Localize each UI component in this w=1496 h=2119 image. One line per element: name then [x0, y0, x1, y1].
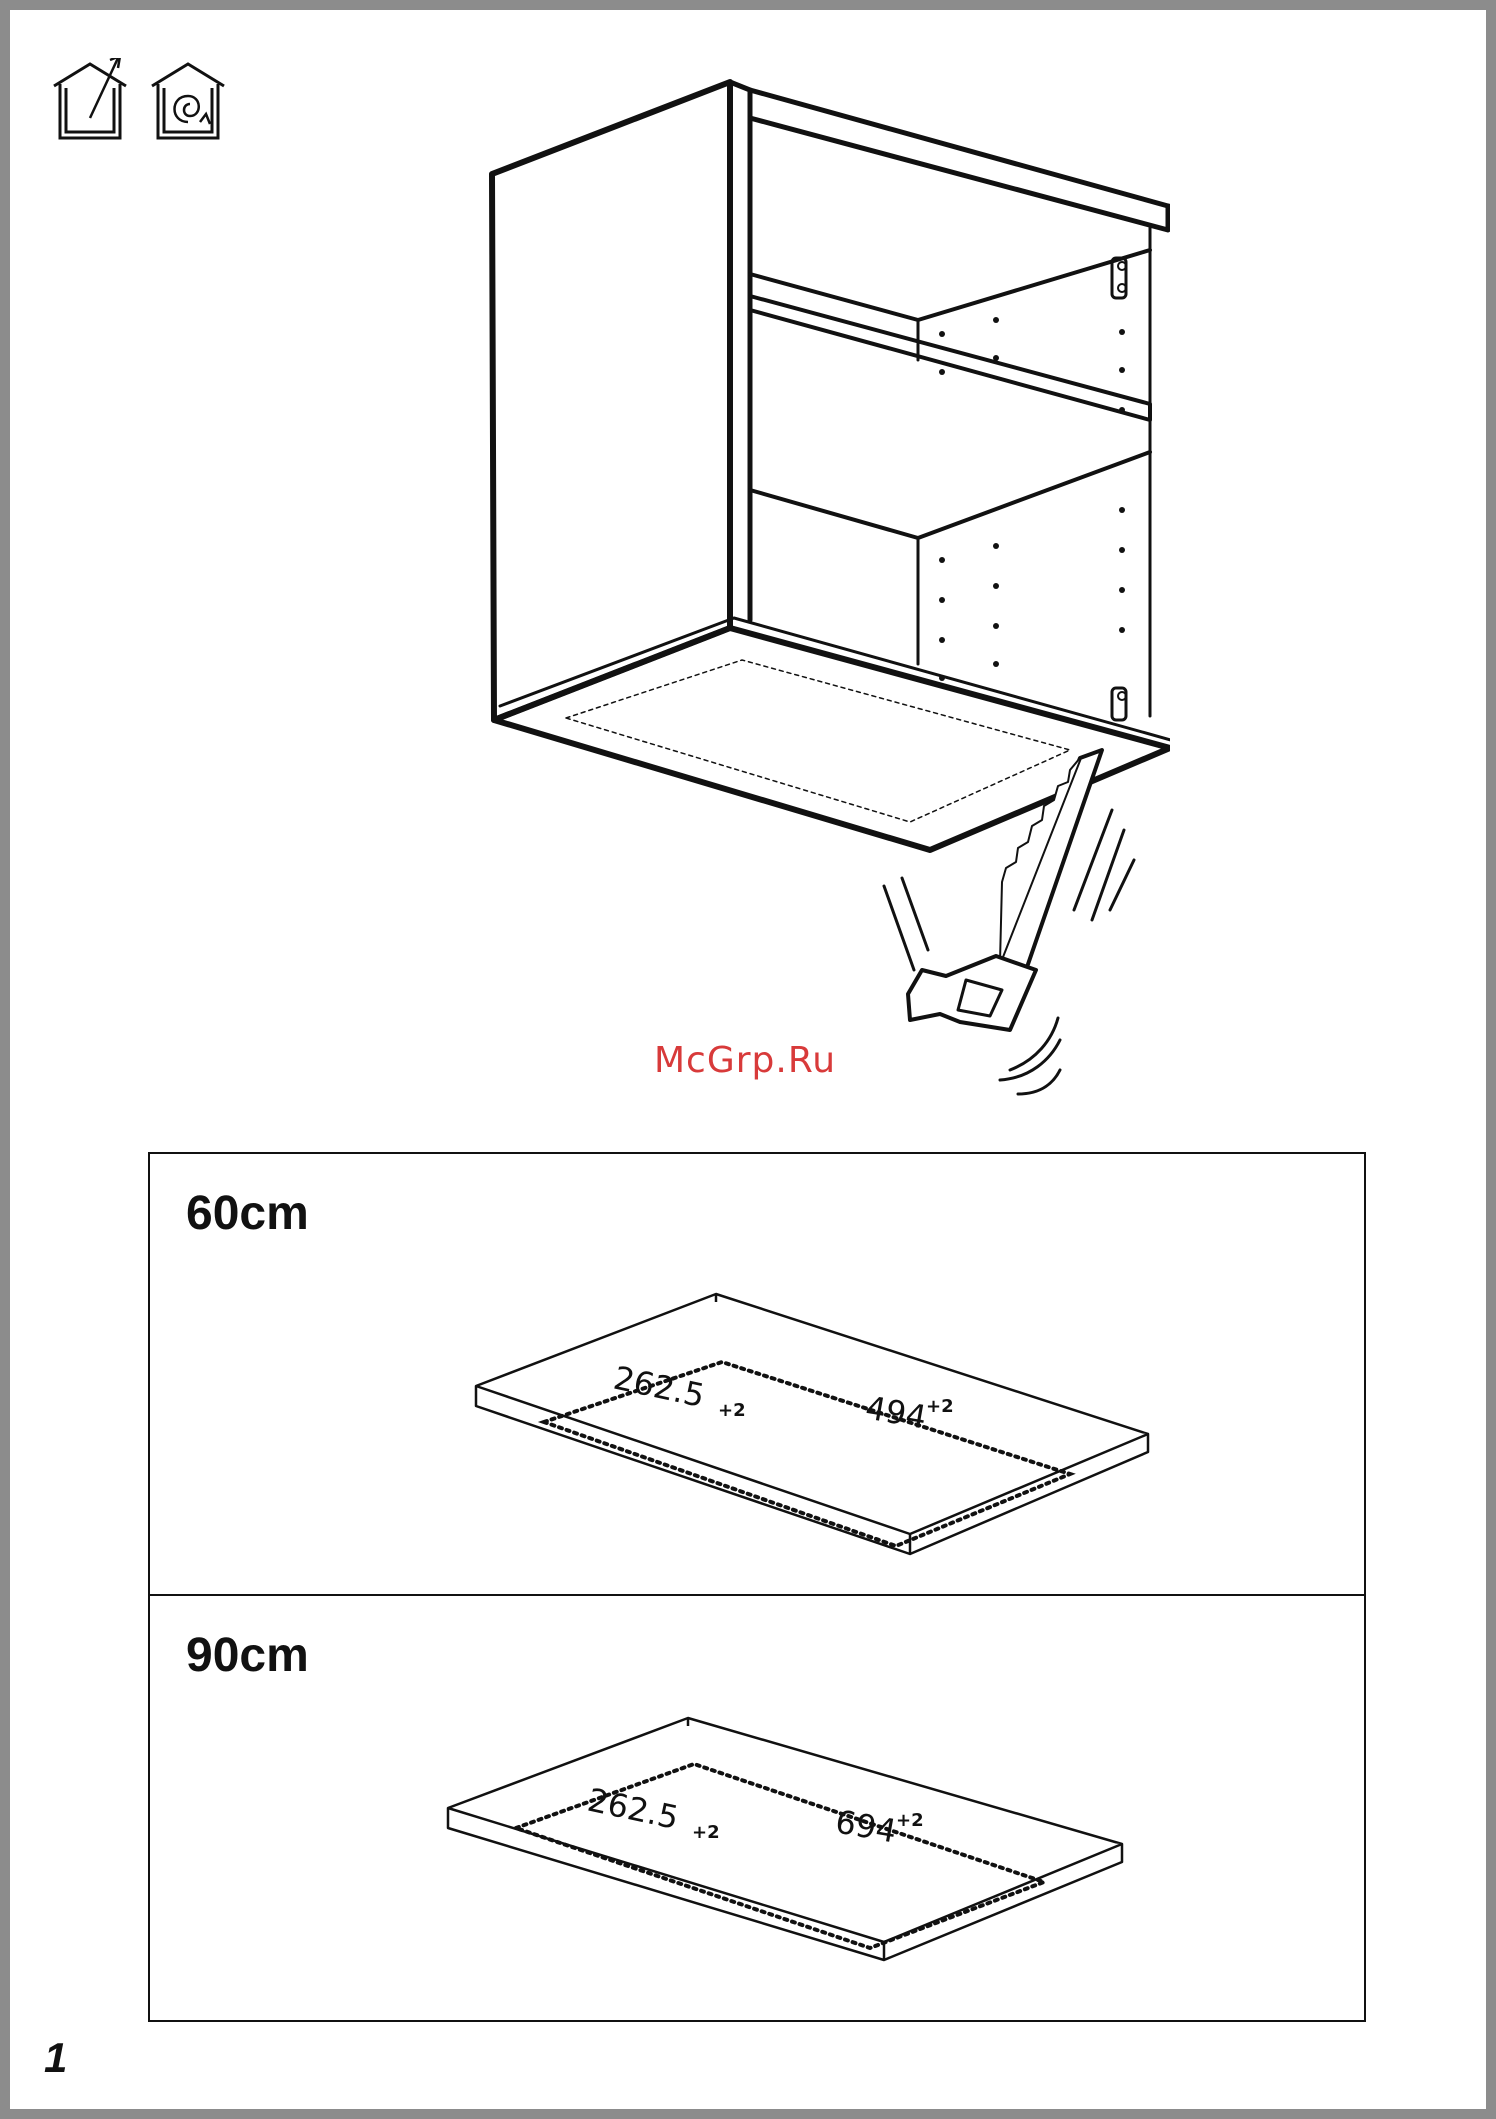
width-tolerance: +2 — [926, 1396, 954, 1417]
panel-60cm: 60cm 262.5 +2 494 +2 — [148, 1152, 1366, 1596]
depth-tolerance: +2 — [692, 1822, 720, 1843]
depth-tolerance: +2 — [718, 1400, 746, 1421]
watermark: McGrp.Ru — [654, 1040, 836, 1081]
cutout-board-diagram: 262.5 +2 694 +2 — [150, 1596, 1364, 2020]
ventilation-out-icon — [54, 58, 126, 138]
page-number: 1 — [44, 2034, 67, 2082]
recirculation-icon — [152, 64, 224, 138]
cabinet-illustration — [470, 70, 1170, 1105]
width-tolerance: +2 — [896, 1810, 924, 1831]
cutout-board-diagram: 262.5 +2 494 +2 — [150, 1154, 1364, 1594]
panel-90cm: 90cm 262.5 +2 694 +2 — [148, 1594, 1366, 2022]
mode-icons — [48, 58, 238, 153]
saw-icon — [908, 750, 1102, 1030]
